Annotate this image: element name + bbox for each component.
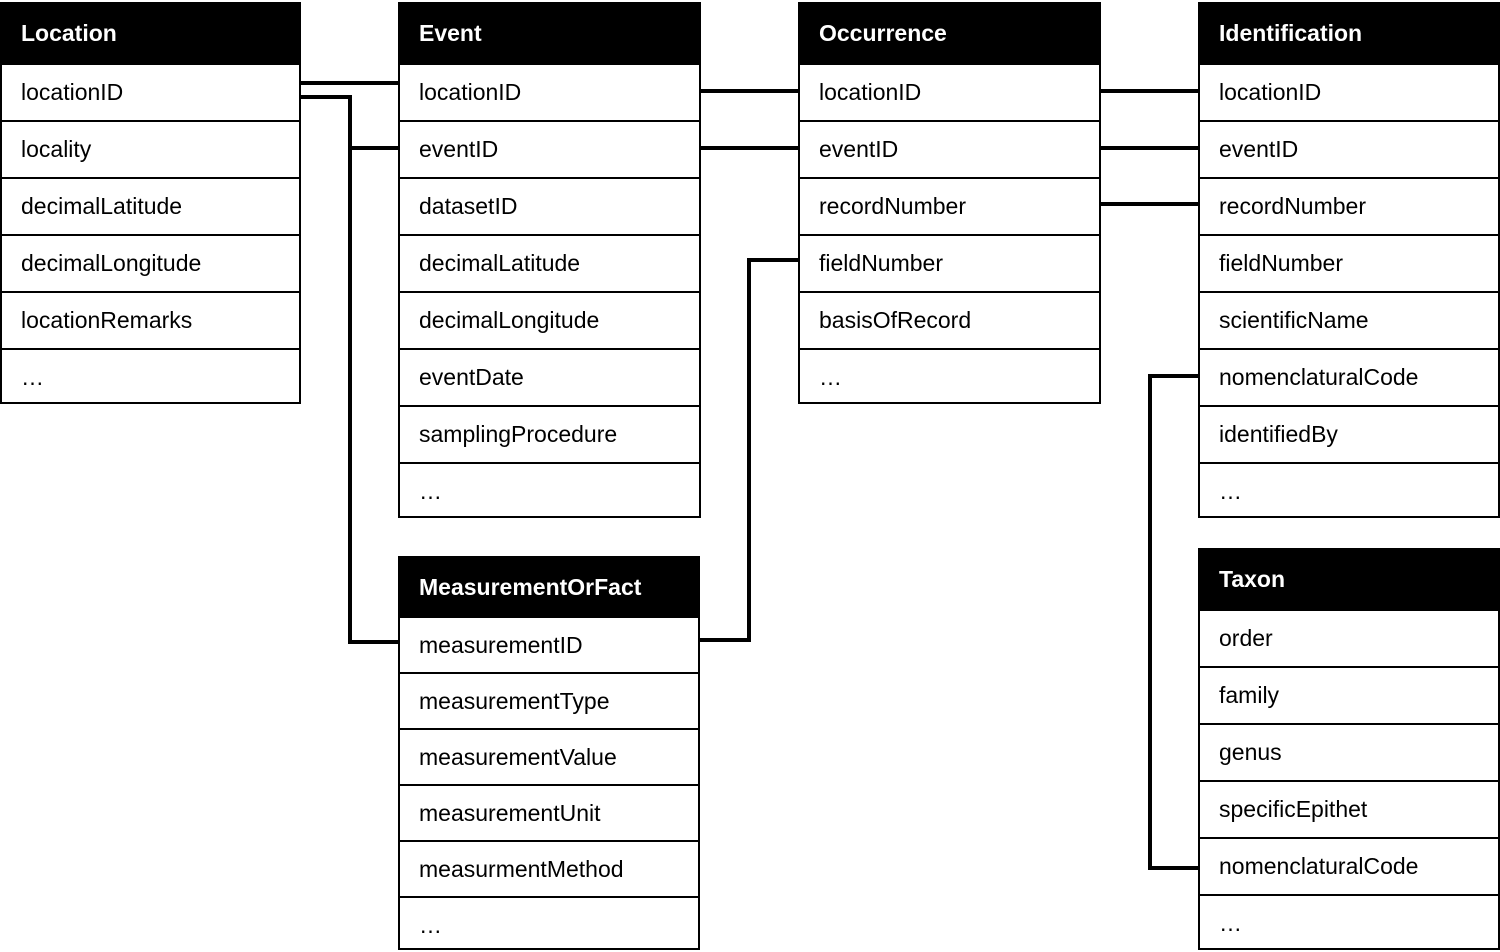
table-header: Taxon bbox=[1200, 550, 1498, 609]
field-row: specificEpithet bbox=[1200, 780, 1498, 837]
field-row: decimalLatitude bbox=[400, 234, 699, 291]
field-row: order bbox=[1200, 609, 1498, 666]
field-row: eventDate bbox=[400, 348, 699, 405]
connector-identification-nomenclaturalcode-taxon-nomenclaturalcode bbox=[1148, 374, 1200, 870]
field-row: locationRemarks bbox=[2, 291, 299, 348]
field-row: eventID bbox=[800, 120, 1099, 177]
field-row: … bbox=[400, 462, 699, 519]
field-row: measurementUnit bbox=[400, 784, 698, 840]
field-row: locationID bbox=[2, 63, 299, 120]
field-row: recordNumber bbox=[800, 177, 1099, 234]
field-row: locationID bbox=[800, 63, 1099, 120]
connector-location-locationid-event-eventid bbox=[300, 95, 400, 150]
field-row: … bbox=[800, 348, 1099, 405]
field-row: eventID bbox=[1200, 120, 1498, 177]
table-header: MeasurementOrFact bbox=[400, 558, 698, 616]
table-header: Event bbox=[400, 4, 699, 63]
field-row: nomenclaturalCode bbox=[1200, 348, 1498, 405]
table-occurrence: Occurrence locationID eventID recordNumb… bbox=[798, 2, 1101, 404]
field-row: locationID bbox=[1200, 63, 1498, 120]
field-row: nomenclaturalCode bbox=[1200, 837, 1498, 894]
table-header: Location bbox=[2, 4, 299, 63]
connector-occurrence-fieldnumber-measurementorfact-measurementid bbox=[700, 258, 800, 642]
field-row: … bbox=[400, 896, 698, 952]
field-row: recordNumber bbox=[1200, 177, 1498, 234]
field-row: measurmentMethod bbox=[400, 840, 698, 896]
field-row: measurementID bbox=[400, 616, 698, 672]
field-row: genus bbox=[1200, 723, 1498, 780]
table-event: Event locationID eventID datasetID decim… bbox=[398, 2, 701, 518]
field-row: measurementType bbox=[400, 672, 698, 728]
table-measurementorfact: MeasurementOrFact measurementID measurem… bbox=[398, 556, 700, 950]
table-location: Location locationID locality decimalLati… bbox=[0, 2, 301, 404]
field-row: … bbox=[1200, 462, 1498, 519]
table-taxon: Taxon order family genus specificEpithet… bbox=[1198, 548, 1500, 950]
field-row: identifiedBy bbox=[1200, 405, 1498, 462]
field-row: fieldNumber bbox=[1200, 234, 1498, 291]
field-row: scientificName bbox=[1200, 291, 1498, 348]
field-row: samplingProcedure bbox=[400, 405, 699, 462]
field-row: measurementValue bbox=[400, 728, 698, 784]
field-row: decimalLongitude bbox=[400, 291, 699, 348]
field-row: family bbox=[1200, 666, 1498, 723]
field-row: … bbox=[1200, 894, 1498, 951]
connector-location-locationid-measurementorfact-measurementid bbox=[348, 148, 400, 644]
table-header: Identification bbox=[1200, 4, 1498, 63]
field-row: decimalLongitude bbox=[2, 234, 299, 291]
field-row: datasetID bbox=[400, 177, 699, 234]
field-row: basisOfRecord bbox=[800, 291, 1099, 348]
table-header: Occurrence bbox=[800, 4, 1099, 63]
field-row: eventID bbox=[400, 120, 699, 177]
field-row: locality bbox=[2, 120, 299, 177]
field-row: … bbox=[2, 348, 299, 405]
field-row: decimalLatitude bbox=[2, 177, 299, 234]
table-identification: Identification locationID eventID record… bbox=[1198, 2, 1500, 518]
field-row: fieldNumber bbox=[800, 234, 1099, 291]
field-row: locationID bbox=[400, 63, 699, 120]
